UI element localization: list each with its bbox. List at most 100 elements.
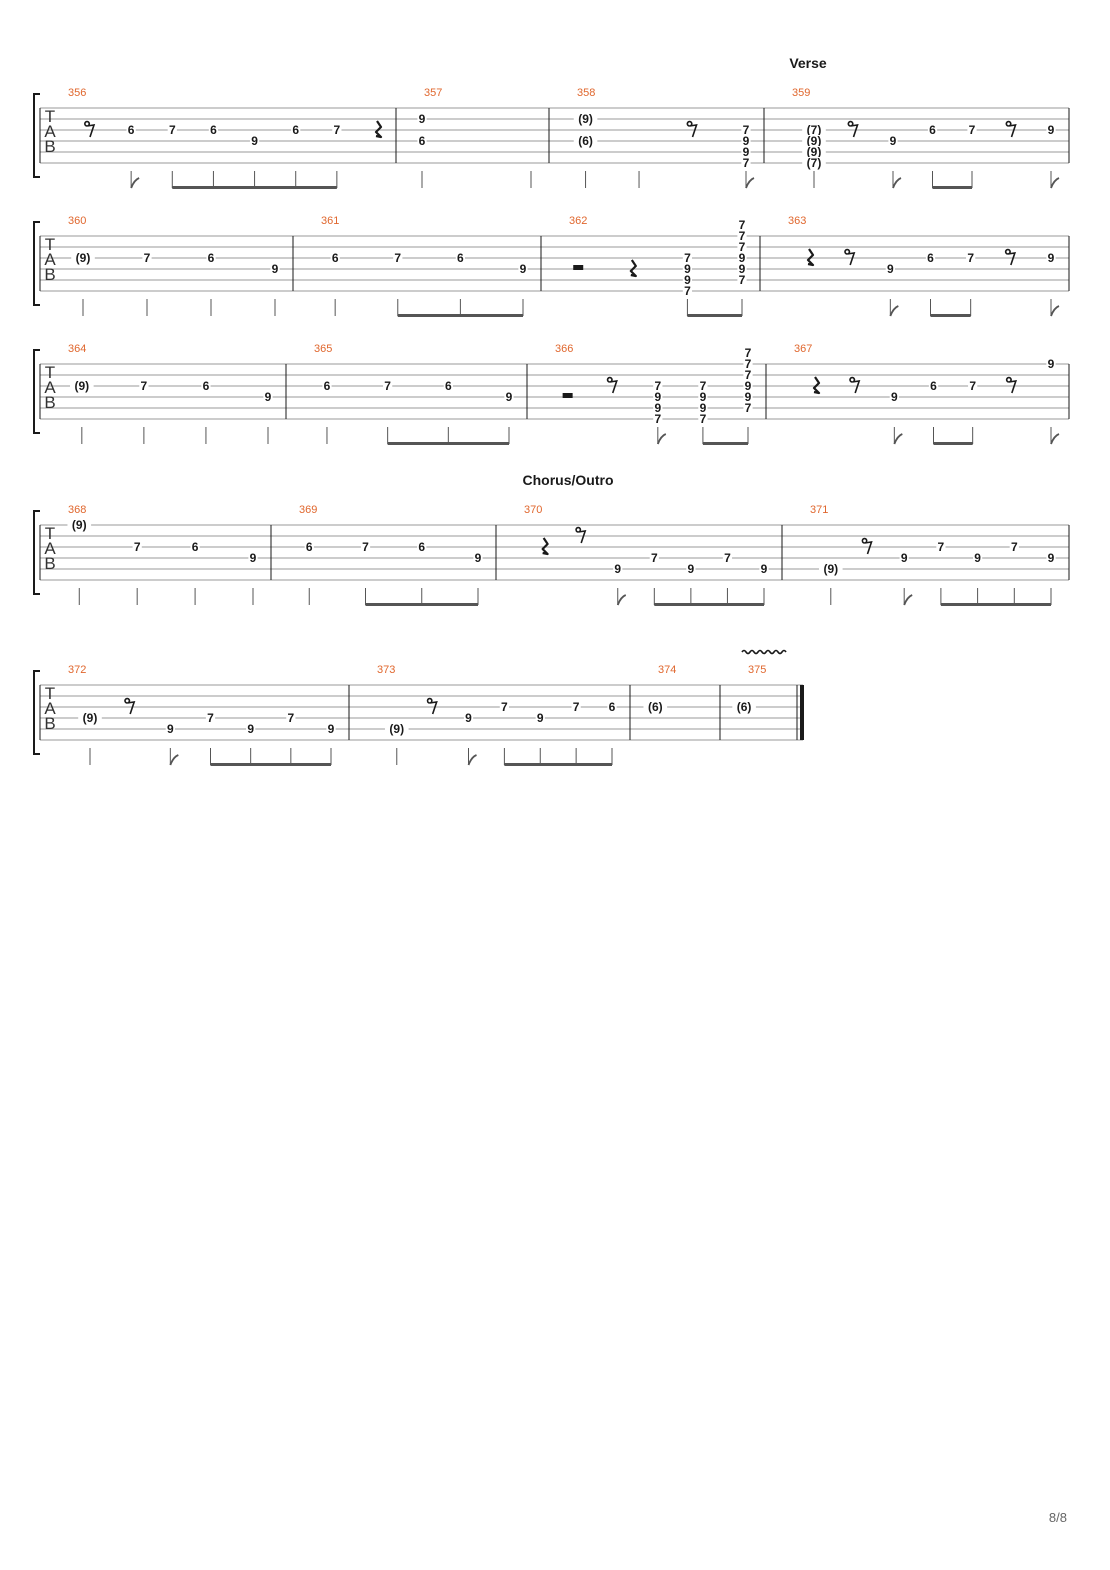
fret-number: (9): [807, 134, 822, 148]
fret-number: 9: [700, 401, 707, 415]
quarter-rest: [374, 120, 383, 139]
fret-number: 7: [141, 379, 148, 393]
eighth-rest: [847, 120, 859, 138]
system-bracket: [33, 670, 40, 755]
fret-mask: [383, 380, 393, 392]
fret-number: (7): [807, 123, 822, 137]
fret-mask: [1046, 552, 1056, 564]
note-flag: [1050, 433, 1060, 445]
fret-mask: [698, 391, 708, 403]
fret-number: 6: [306, 540, 313, 554]
fret-number: 9: [654, 390, 661, 404]
tab-clef-letter: T: [45, 363, 55, 382]
fret-number: 7: [362, 540, 369, 554]
fret-mask: [417, 135, 427, 147]
fret-number: 9: [1048, 357, 1055, 371]
eighth-rest: [861, 537, 873, 555]
fret-mask: [743, 358, 753, 370]
fret-number: (6): [737, 700, 752, 714]
fret-number: 6: [927, 251, 934, 265]
fret-mask: [743, 380, 753, 392]
fret-mask: [737, 252, 747, 264]
fret-mask: [967, 124, 977, 136]
quarter-rest: [806, 248, 815, 267]
note-flag: [892, 177, 902, 189]
eighth-rest: [426, 697, 438, 715]
fret-number: 9: [684, 262, 691, 276]
measure-number: 366: [555, 343, 573, 355]
fret-mask: [1046, 124, 1056, 136]
note-flag: [1050, 305, 1060, 317]
fret-number: 7: [745, 368, 752, 382]
fret-mask: [455, 252, 465, 264]
fret-number: (9): [389, 722, 404, 736]
measure: 374(6): [643, 664, 676, 714]
fret-number: 9: [688, 562, 695, 576]
fret-number: 7: [745, 346, 752, 360]
tab-clef-letter: T: [45, 524, 55, 543]
fret-number: 9: [1048, 551, 1055, 565]
fret-number: 7: [967, 251, 974, 265]
fret-number: 7: [501, 700, 508, 714]
fret-mask: [653, 402, 663, 414]
fret-mask: [1046, 358, 1056, 370]
fret-number: 7: [287, 711, 294, 725]
fret-number: 9: [475, 551, 482, 565]
beam: [397, 314, 523, 317]
note-flag: [745, 177, 755, 189]
fret-mask: [972, 552, 983, 564]
fret-number: 9: [506, 390, 513, 404]
fret-mask: [936, 541, 946, 553]
beam: [940, 603, 1051, 606]
note-flag: [467, 754, 477, 766]
fret-mask: [142, 252, 152, 264]
fret-number: 9: [251, 134, 258, 148]
measure-number: 361: [321, 215, 339, 227]
fret-number: 9: [272, 262, 279, 276]
fret-mask: [417, 113, 427, 125]
fret-number: 7: [394, 251, 401, 265]
measure-number: 357: [424, 87, 442, 99]
fret-mask: [263, 391, 273, 403]
fret-number: (9): [823, 562, 838, 576]
fret-number: 9: [745, 379, 752, 393]
fret-number: 9: [520, 262, 527, 276]
fret-mask: [291, 124, 301, 136]
fret-number: (9): [807, 145, 822, 159]
measure-number: 358: [577, 87, 595, 99]
fret-mask: [737, 274, 747, 286]
fret-number: 6: [929, 123, 936, 137]
quarter-rest: [812, 376, 821, 395]
fret-mask: [741, 135, 751, 147]
fret-mask: [732, 701, 756, 713]
fret-mask: [743, 391, 753, 403]
fret-mask: [653, 380, 663, 392]
fret-number: 9: [465, 711, 472, 725]
tab-clef-letter: A: [44, 250, 56, 269]
measure: 375(6): [732, 664, 766, 714]
fret-number: 9: [684, 273, 691, 287]
eighth-rest: [686, 120, 698, 138]
fret-mask: [802, 146, 826, 158]
fret-mask: [208, 124, 219, 136]
fret-number: 9: [537, 711, 544, 725]
eighth-rest: [575, 526, 587, 544]
measure-number: 370: [524, 504, 542, 516]
fret-number: 9: [1048, 123, 1055, 137]
fret-number: 7: [743, 156, 750, 170]
fret-number: 9: [247, 722, 254, 736]
measure-number: 365: [314, 343, 332, 355]
fret-mask: [504, 391, 514, 403]
fret-number: 7: [1011, 540, 1018, 554]
fret-number: 7: [739, 218, 746, 232]
tab-clef-letter: A: [44, 378, 56, 397]
fret-number: 6: [192, 540, 199, 554]
fret-number: 7: [573, 700, 580, 714]
fret-mask: [966, 252, 976, 264]
measure-number: 374: [658, 664, 676, 676]
fret-number: 9: [745, 390, 752, 404]
